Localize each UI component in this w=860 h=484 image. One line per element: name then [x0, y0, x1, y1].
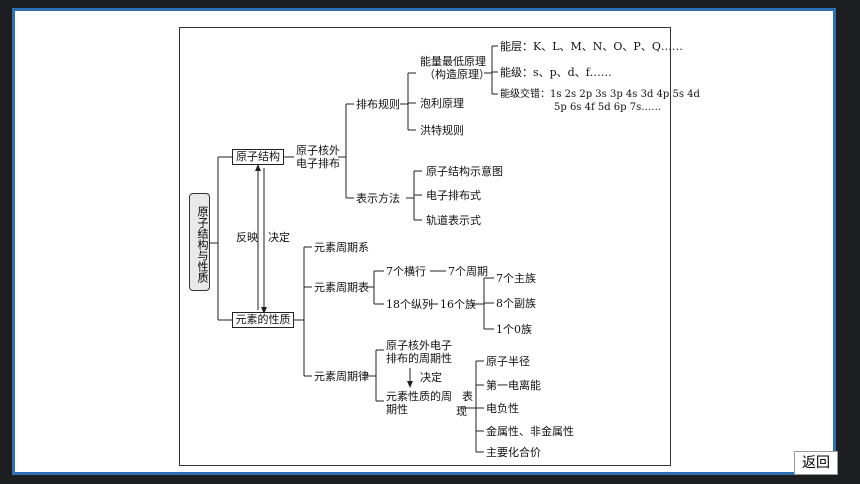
- structure-diagram: 原子结构示意图: [426, 165, 503, 178]
- orbital-formula: 轨道表示式: [426, 214, 481, 227]
- show-label-2: 现: [456, 405, 467, 418]
- root-node: 原子结构与性质: [189, 193, 210, 291]
- periodic-table: 元素周期表: [314, 281, 369, 294]
- groups-16: 16个族: [440, 298, 476, 311]
- energy-layer: 能层：K、L、M、N、O、P、Q……: [500, 40, 683, 53]
- level-order-l1: 能级交错：1s 2s 2p 3s 3p 4s 3d 4p 5s 4d: [500, 89, 700, 100]
- rows-7: 7个横行: [386, 265, 426, 278]
- show-label-1: 表: [462, 390, 473, 403]
- determine-label: 决定: [268, 231, 290, 244]
- hund-rule: 洪特规则: [420, 124, 464, 137]
- main-valence: 主要化合价: [486, 446, 541, 459]
- electron-config-l1: 原子核外: [296, 144, 340, 157]
- zero-group: 1个0族: [496, 323, 532, 336]
- electronegativity: 电负性: [486, 402, 519, 415]
- electron-formula: 电子排布式: [426, 189, 481, 202]
- prop-periodicity-l1: 元素性质的周: [386, 390, 452, 403]
- connector-lines: [210, 45, 498, 453]
- arrangement-rules: 排布规则: [356, 98, 400, 111]
- ionization-energy: 第一电离能: [486, 379, 541, 392]
- lowest-energy-l2: （构造原理）: [424, 68, 490, 81]
- energy-level: 能级：s、p、d、f……: [500, 66, 612, 79]
- pauli-principle: 泡利原理: [420, 97, 464, 110]
- periodicity-l1: 原子核外电子: [386, 339, 452, 352]
- atomic-radius: 原子半径: [486, 355, 530, 368]
- periods-7: 7个周期: [448, 265, 488, 278]
- cols-18: 18个纵列: [386, 298, 433, 311]
- element-properties-node: 元素的性质: [232, 312, 294, 328]
- electron-config-l2: 电子排布: [296, 157, 340, 170]
- periodic-law: 元素周期律: [314, 370, 369, 383]
- metallic-property: 金属性、非金属性: [486, 425, 574, 438]
- periodicity-l2: 排布的周期性: [386, 352, 452, 365]
- back-button[interactable]: 返回: [794, 451, 838, 475]
- feedback-label: 反映: [236, 231, 258, 244]
- determine-label-2: 决定: [420, 371, 442, 384]
- main-groups: 7个主族: [496, 272, 536, 285]
- sub-groups: 8个副族: [496, 297, 536, 310]
- level-order-l2: 5p 6s 4f 5d 6p 7s……: [554, 102, 662, 113]
- atom-structure-node: 原子结构: [232, 149, 284, 165]
- representation: 表示方法: [356, 192, 400, 205]
- concept-map-frame: 原子结构与性质 原子结构 元素的性质 反映 决定 原子核外 电子排布 排布规则 …: [179, 27, 700, 466]
- lowest-energy-l1: 能量最低原理: [420, 55, 486, 68]
- periodic-system: 元素周期系: [314, 241, 369, 254]
- prop-periodicity-l2: 期性: [386, 403, 408, 416]
